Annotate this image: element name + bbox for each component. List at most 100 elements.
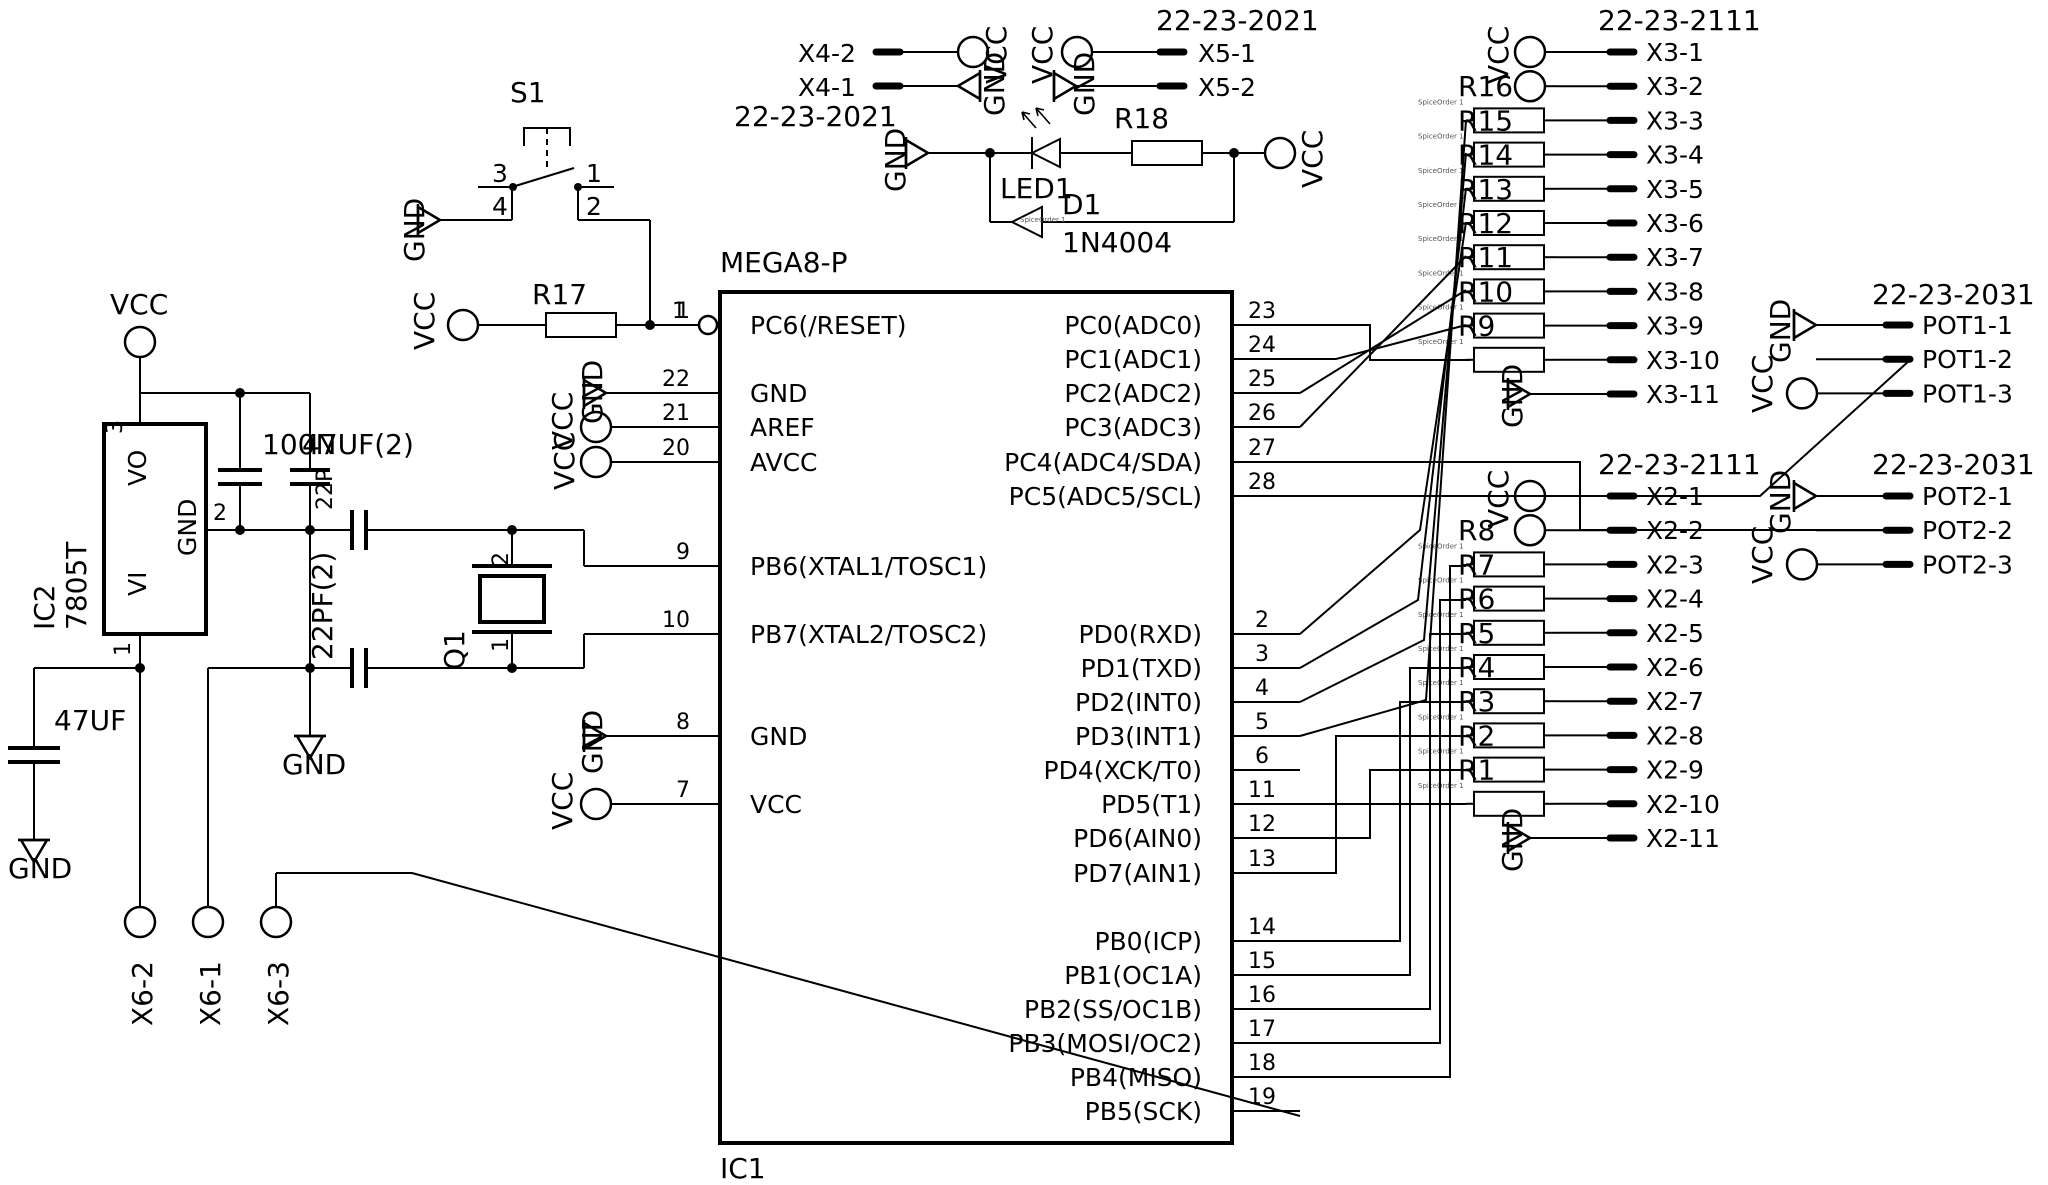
ic1-right-pin-num: 27 [1248, 436, 1276, 461]
ic1-right-pin-num: 26 [1248, 401, 1276, 426]
spice-tag: SpiceOrder 1 [1418, 167, 1464, 175]
x6-1-label: X6-1 [194, 961, 227, 1026]
ic1-right-pin-name: PD3(INT1) [1075, 722, 1202, 751]
ic1-right-pin-name: PC3(ADC3) [1064, 413, 1202, 442]
ic1-right-pin-num: 24 [1248, 333, 1276, 358]
reset-resistor-r17: VCC R17 1 [408, 278, 719, 350]
vcc-terminal-icon [956, 35, 990, 69]
ic1-mega8: MEGA8-P IC1 [718, 246, 1234, 1185]
aref-vcc-label: VCC [546, 392, 579, 450]
ic1-left-pin-name: GND [750, 379, 807, 408]
x3-label: X3-11 [1646, 380, 1720, 409]
c22p2-label: 22PF(2) [306, 552, 339, 660]
x6-3-terminal [259, 905, 293, 939]
c22p-label: 22P [313, 469, 338, 510]
vcc-terminal-icon [1513, 69, 1547, 103]
ic1-ref-label: IC1 [720, 1152, 766, 1185]
x5-vcc-label: VCC [1026, 26, 1059, 84]
vcc-terminal-icon [1513, 35, 1547, 69]
led-part-label: 22-23-2021 [734, 100, 897, 133]
reg-gnd-label: GND [173, 499, 202, 556]
x3-label: X3-1 [1646, 38, 1704, 67]
ic1-left-pin-num: 21 [662, 401, 690, 426]
ic1-left-pin-num: 22 [662, 367, 690, 392]
c47u2-label: 47UF(2) [302, 428, 414, 461]
ic1-right-pin-name: PC4(ADC4/SDA) [1004, 448, 1202, 477]
x3-label: X3-4 [1646, 141, 1704, 170]
x2-part-label: 22-23-2111 [1598, 448, 1761, 481]
ic1-right-pin-num: 5 [1255, 710, 1269, 735]
spice-tag: SpiceOrder 1 [1418, 201, 1464, 209]
reg-pin1: 1 [111, 642, 136, 656]
pot2-vcc-label: VCC [1746, 526, 1779, 584]
q1-pin1: 1 [489, 638, 514, 652]
gnd8-label: GND [576, 710, 609, 774]
ic1-left-pin-name: PB6(XTAL1/TOSC1) [750, 552, 987, 581]
gnd-icon [1792, 307, 1818, 343]
pot1-part-label: 22-23-2031 [1872, 278, 2035, 311]
reg-vcc-label: VCC [110, 288, 168, 321]
x5-1-label: X5-1 [1198, 39, 1256, 68]
x3-label: X3-3 [1646, 106, 1704, 135]
pot2-gnd-label: GND [1764, 470, 1797, 534]
ic1-right-pin-num: 17 [1248, 1017, 1276, 1042]
gnd-icon [956, 68, 982, 104]
r18-label: R18 [1114, 102, 1169, 135]
x2-vcc-label: VCC [1482, 470, 1515, 528]
crystal-q1: GND 22PF(2) 2 1 Q1 X6-1 X6-3 [191, 510, 1301, 1117]
pot2-part-label: 22-23-2031 [1872, 448, 2035, 481]
switch-s1: S1 3 4 1 2 GND [398, 76, 651, 323]
x3-res-label: R11 [1458, 241, 1513, 274]
ic1-right-pin-name: PC5(ADC5/SCL) [1009, 482, 1202, 511]
x4-gnd-label: GND [978, 52, 1011, 116]
ic1-right-pin-name: PC1(ADC1) [1064, 345, 1202, 374]
vcc-terminal-icon [446, 308, 480, 342]
led-gnd-label: GND [879, 128, 912, 192]
x3-res-label: R12 [1458, 207, 1513, 240]
x2-label: X2-9 [1646, 756, 1704, 785]
ic1-right-pins: PC0(ADC0)23PC1(ADC1)24PC2(ADC2)25PC3(ADC… [1004, 299, 1300, 1126]
ic1-right-pin-num: 11 [1248, 778, 1276, 803]
x2-gnd-label: GND [1496, 808, 1529, 872]
x3-label: X3-9 [1646, 312, 1704, 341]
r17-label: R17 [532, 278, 587, 311]
ic1-right-pin-num: 18 [1248, 1051, 1276, 1076]
led1-label: LED1 [1000, 172, 1073, 205]
x2-label: X2-4 [1646, 585, 1704, 614]
x4-vcc-label: VCC [980, 26, 1013, 84]
x3-res-label: R10 [1458, 275, 1513, 308]
ic1-right-pin-num: 12 [1248, 812, 1276, 837]
x3-res-label: R15 [1458, 104, 1513, 137]
vcc-terminal-icon [1785, 548, 1819, 581]
ic1-left-pin-num: 20 [662, 436, 690, 461]
x3-part-label: 22-23-2111 [1598, 4, 1761, 37]
ic1-part-label: MEGA8-P [720, 246, 848, 279]
avcc-label: VCC [548, 432, 581, 490]
ic1-right-pin-name: PB5(SCK) [1085, 1097, 1202, 1126]
ic1-right-pin-name: PB2(SS/OC1B) [1024, 995, 1202, 1024]
reg-vi-label: VI [123, 572, 152, 596]
x3-label: X3-2 [1646, 72, 1704, 101]
ic1-left-pin-name: AREF [750, 413, 815, 442]
x3-vcc-label: VCC [1482, 26, 1515, 84]
s1-pin4: 4 [492, 192, 508, 221]
x2-label: X2-10 [1646, 790, 1720, 819]
ic1-left-pin-num: 9 [676, 540, 690, 565]
r17-pin-text: 1 [672, 299, 686, 324]
ic1-right-pin-num: 6 [1255, 744, 1269, 769]
d1-label: D1 [1062, 188, 1101, 221]
x2-res-label: R8 [1458, 514, 1495, 547]
led-section: 22-23-2021 GND LED1 R18 VCC D1 1N4004 [734, 100, 1329, 259]
ic1-right-pin-num: 13 [1248, 847, 1276, 872]
x3-res-label: R13 [1458, 173, 1513, 206]
reg-vo-label: VO [123, 450, 152, 486]
s1-pin2: 2 [586, 192, 602, 221]
x6-3-label: X6-3 [262, 961, 295, 1026]
pot2-label: POT2-3 [1922, 550, 2013, 579]
spice-tag: SpiceOrder 1 [1418, 338, 1464, 346]
spice-tag: SpiceOrder 1 [1418, 235, 1464, 243]
ic1-right-pin-name: PB4(MISO) [1070, 1063, 1202, 1092]
pot1-vcc-label: VCC [1746, 355, 1779, 413]
vcc-terminal-icon [579, 787, 613, 821]
